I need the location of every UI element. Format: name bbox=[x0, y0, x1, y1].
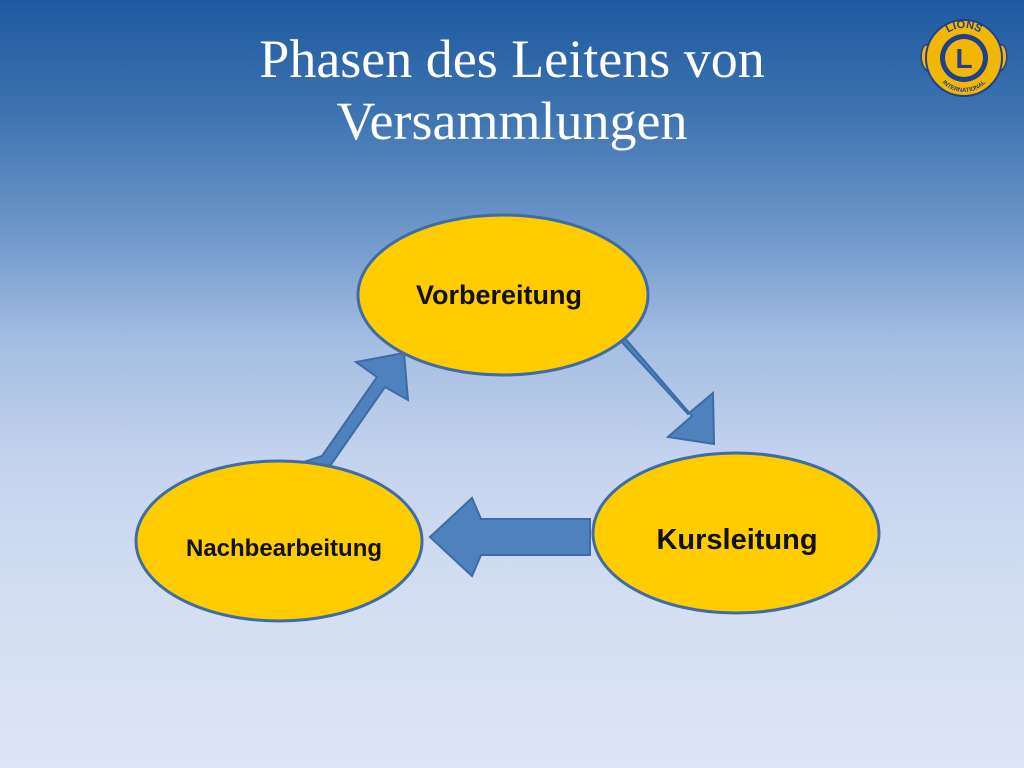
node-kursleitung: Kursleitung bbox=[591, 451, 881, 615]
logo-letter: L bbox=[955, 43, 972, 74]
arrow-nachbearbeitung-to-vorbereitung bbox=[291, 351, 410, 467]
node-label-nachbearbeitung: Nachbearbeitung bbox=[186, 535, 382, 562]
arrow-vorbereitung-to-kursleitung bbox=[617, 334, 716, 446]
arrow-kursleitung-to-nachbearbeitung bbox=[428, 496, 591, 578]
node-label-vorbereitung: Vorbereitung bbox=[416, 280, 582, 310]
node-vorbereitung: Vorbereitung bbox=[356, 213, 650, 377]
logo-top-text: LIONS bbox=[944, 19, 984, 36]
node-label-kursleitung: Kursleitung bbox=[656, 524, 817, 556]
slide-title: Phasen des Leitens von Versammlungen bbox=[259, 29, 765, 151]
svg-text:LIONS: LIONS bbox=[944, 19, 984, 36]
node-nachbearbeitung: Nachbearbeitung bbox=[134, 459, 424, 623]
lions-logo: L LIONS INTERNATIONAL bbox=[920, 19, 1008, 97]
